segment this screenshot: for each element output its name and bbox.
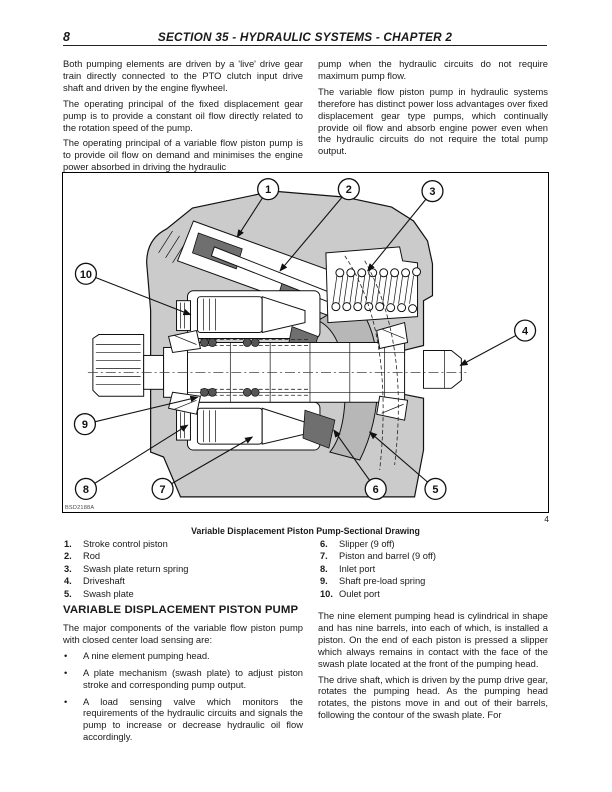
page-number: 8 bbox=[63, 30, 70, 44]
legend-left-column: 1. Stroke control piston 2. Rod 3. Swash… bbox=[64, 538, 320, 600]
photo-code: BSD2188A bbox=[65, 505, 95, 511]
callout-10: 10 bbox=[74, 262, 98, 285]
page-header: 8 SECTION 35 - HYDRAULIC SYSTEMS - CHAPT… bbox=[63, 30, 547, 44]
paragraph: The operating principal of a variable fl… bbox=[63, 137, 303, 173]
inlet-port bbox=[176, 409, 191, 441]
callout-1: 1 bbox=[257, 178, 280, 201]
svg-text:4: 4 bbox=[522, 326, 529, 338]
outlet-port bbox=[176, 300, 191, 332]
bullet-item: A plate mechanism (swash plate) to adjus… bbox=[63, 667, 303, 691]
section-heading: VARIABLE DISPLACEMENT PISTON PUMP bbox=[63, 604, 299, 616]
paragraph: The major components of the variable flo… bbox=[63, 622, 303, 645]
legend-item: 5. Swash plate bbox=[64, 588, 134, 599]
svg-text:6: 6 bbox=[373, 484, 379, 496]
header-title: SECTION 35 - HYDRAULIC SYSTEMS - CHAPTER… bbox=[157, 30, 453, 44]
svg-text:10: 10 bbox=[80, 269, 92, 281]
svg-text:5: 5 bbox=[432, 484, 438, 496]
legend-item: 7. Piston and barrel (9 off) bbox=[320, 551, 436, 562]
section-right-column: The nine element pumping head is cylindr… bbox=[318, 604, 548, 748]
svg-text:9: 9 bbox=[82, 419, 88, 431]
legend-item: 10. Oulet port bbox=[320, 588, 380, 599]
callout-5: 5 bbox=[424, 477, 447, 501]
section-left-column: VARIABLE DISPLACEMENT PISTON PUMP The ma… bbox=[63, 604, 303, 748]
lower-piston-and-barrel bbox=[176, 401, 336, 451]
shaft-preload-spring bbox=[200, 338, 310, 397]
intro-columns: Both pumping elements are driven by a 'l… bbox=[63, 58, 548, 173]
callout-2: 2 bbox=[337, 178, 360, 201]
header-rule bbox=[63, 45, 547, 46]
legend-item: 4. Driveshaft bbox=[64, 576, 125, 587]
paragraph: The variable flow piston pump in hydraul… bbox=[318, 85, 548, 157]
paragraph: Both pumping elements are driven by a 'l… bbox=[63, 58, 303, 93]
svg-text:3: 3 bbox=[429, 186, 435, 198]
legend-item: 1. Stroke control piston bbox=[64, 539, 168, 549]
svg-text:1: 1 bbox=[265, 184, 271, 196]
pump-sectional-drawing: 1 2 3 4 5 6 7 bbox=[73, 178, 537, 501]
callout-leaders bbox=[84, 188, 526, 490]
intro-right-column: pump when the hydraulic circuits do not … bbox=[318, 58, 548, 173]
swash-plate-return-spring bbox=[331, 267, 422, 314]
svg-text:2: 2 bbox=[346, 184, 352, 196]
figure-number: 4 bbox=[544, 514, 549, 524]
paragraph: The operating principal of the fixed dis… bbox=[63, 97, 303, 133]
driveshaft bbox=[92, 334, 462, 403]
callout-7: 7 bbox=[151, 477, 174, 501]
callout-6: 6 bbox=[364, 477, 387, 501]
legend-item: 9. Shaft pre-load spring bbox=[320, 576, 426, 587]
bullet-item: A load sensing valve which monitors the … bbox=[63, 696, 303, 744]
lower-slipper bbox=[302, 409, 336, 449]
paragraph: The drive shaft, which is driven by the … bbox=[318, 673, 548, 721]
svg-text:8: 8 bbox=[83, 484, 89, 496]
figure-legend: 1. Stroke control piston 2. Rod 3. Swash… bbox=[64, 538, 550, 600]
callout-8: 8 bbox=[74, 477, 98, 501]
legend-item: 2. Rod bbox=[64, 551, 101, 562]
svg-text:7: 7 bbox=[160, 484, 166, 496]
component-bullet-list: A nine element pumping head. A plate mec… bbox=[63, 650, 303, 743]
bullet-item: A nine element pumping head. bbox=[63, 650, 303, 662]
paragraph: The nine element pumping head is cylindr… bbox=[318, 610, 548, 669]
callout-3: 3 bbox=[421, 180, 444, 203]
legend-item: 3. Swash plate return spring bbox=[64, 563, 189, 574]
legend-item: 8. Inlet port bbox=[320, 563, 376, 574]
swash-plate-contour bbox=[364, 260, 399, 466]
figure-caption: Variable Displacement Piston Pump-Sectio… bbox=[191, 526, 420, 536]
callout-9: 9 bbox=[73, 413, 97, 436]
driveshaft-stub bbox=[423, 349, 462, 389]
legend-item: 6. Slipper (9 off) bbox=[320, 539, 395, 549]
pump-sectional-figure: 1 2 3 4 5 6 7 bbox=[62, 172, 549, 513]
legend-right-column: 6. Slipper (9 off) 7. Piston and barrel … bbox=[320, 538, 550, 600]
swash-plate-contour bbox=[344, 255, 384, 471]
paragraph: pump when the hydraulic circuits do not … bbox=[318, 58, 548, 81]
intro-left-column: Both pumping elements are driven by a 'l… bbox=[63, 58, 303, 173]
callout-4: 4 bbox=[513, 319, 537, 342]
section-columns: VARIABLE DISPLACEMENT PISTON PUMP The ma… bbox=[63, 604, 548, 748]
